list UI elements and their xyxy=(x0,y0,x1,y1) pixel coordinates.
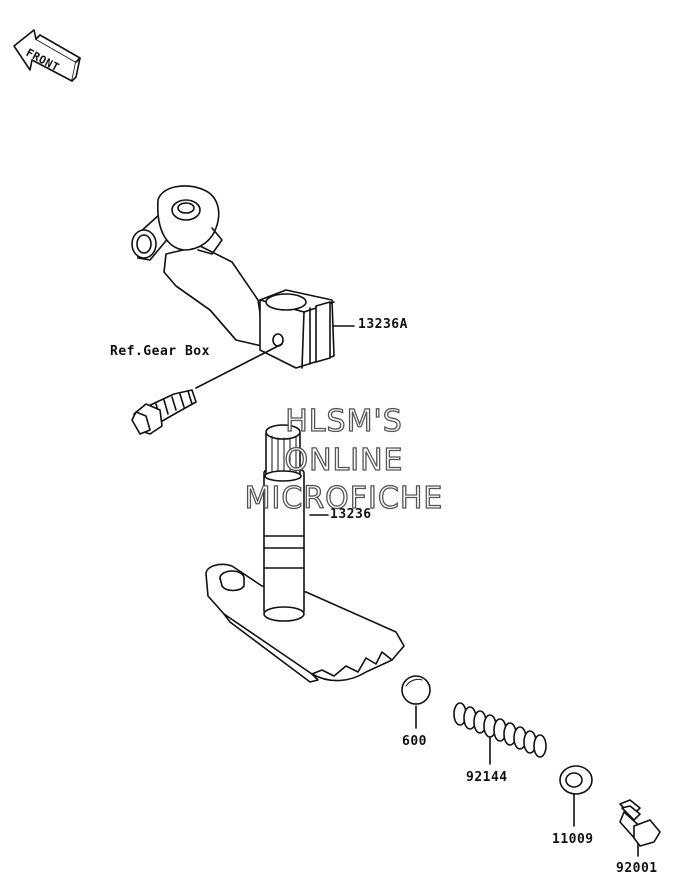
ref-gear-box-leader-line xyxy=(195,343,283,389)
clamp-bolt-part xyxy=(131,389,197,435)
callout-11009: 11009 xyxy=(552,832,594,847)
front-direction-arrow-icon xyxy=(13,29,81,82)
shift-shaft-part xyxy=(205,424,405,683)
steel-ball-part xyxy=(401,675,431,705)
watermark-line-2: ONLINE xyxy=(284,442,404,478)
callout-13236a: 13236A xyxy=(358,317,408,332)
washer-part xyxy=(559,765,593,795)
watermark-line-1: HLSM'S xyxy=(285,403,403,439)
callout-ref-gear-box: Ref.Gear Box xyxy=(110,344,210,359)
callout-13236: 13236 xyxy=(330,507,372,522)
callout-92001: 92001 xyxy=(616,861,658,876)
shift-lever-part xyxy=(131,185,335,369)
callout-600: 600 xyxy=(402,734,427,749)
spring-part xyxy=(453,702,547,758)
plug-bolt-part xyxy=(619,799,661,847)
callout-92144: 92144 xyxy=(466,770,508,785)
watermark-line-3: MICROFICHE xyxy=(244,480,444,516)
